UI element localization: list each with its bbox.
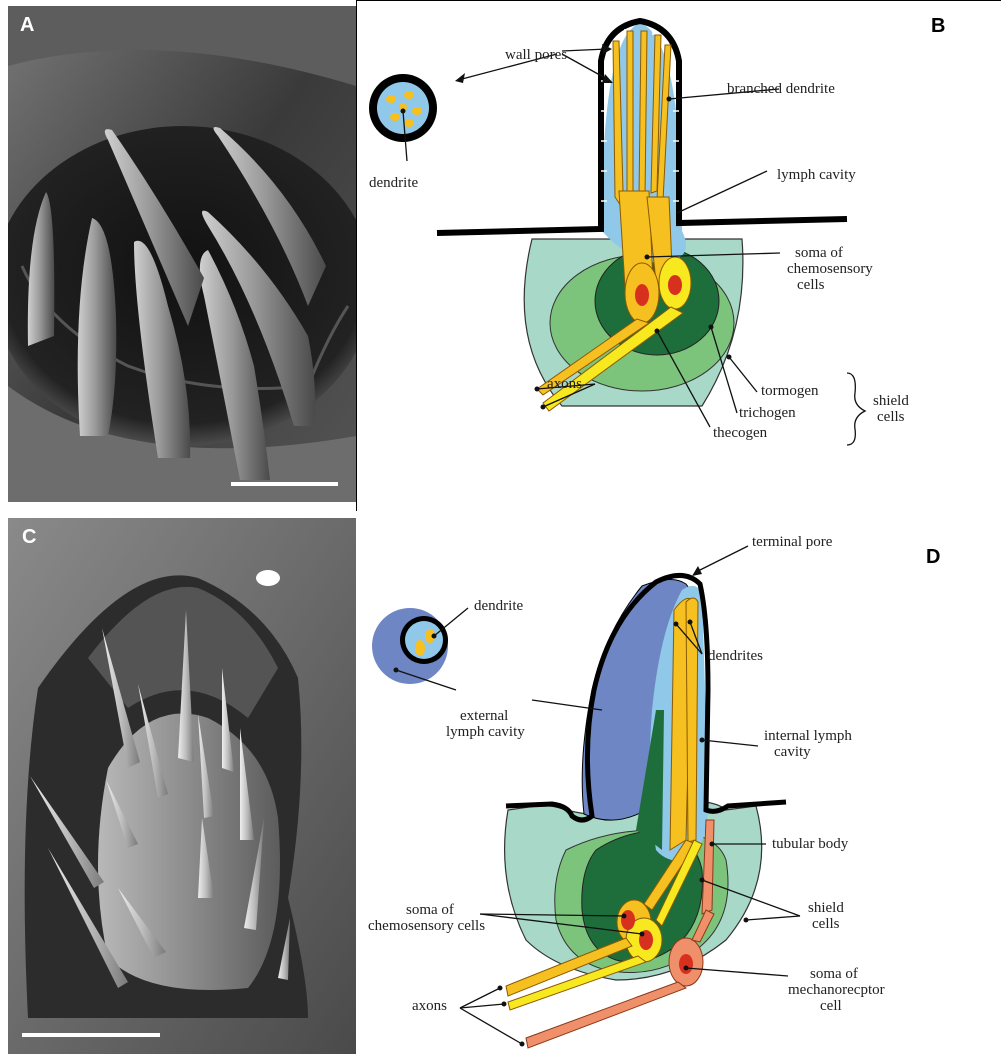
nucleus: [635, 284, 649, 306]
label-soma-chemosensory: chemosensory cells: [368, 918, 485, 934]
label-trichogen: trichogen: [739, 405, 796, 421]
panel-b-letter: B: [931, 15, 945, 38]
label-soma-chemosensory: soma of: [406, 902, 454, 918]
label-shield-cells: cells: [812, 916, 840, 932]
label-terminal-pore: terminal pore: [752, 534, 833, 550]
label-external-lymph: lymph cavity: [446, 724, 525, 740]
label-soma: soma of: [795, 245, 843, 261]
sensilla-sem-a: [8, 6, 356, 502]
nucleus: [621, 910, 635, 930]
panel-c-letter: C: [22, 526, 36, 549]
label-internal-lymph: cavity: [774, 744, 811, 760]
panel-c-sem-image: C: [8, 518, 356, 1054]
label-external-lymph: external: [460, 708, 508, 724]
label-thecogen: thecogen: [713, 425, 768, 441]
label-soma-mechanoreceptor: mechanorecptor: [788, 982, 885, 998]
label-internal-lymph: internal lymph: [764, 728, 852, 744]
panel-a-sem-image: A: [8, 6, 356, 502]
label-shield-cells: shield: [873, 393, 909, 409]
cross-section-inset-d: [372, 608, 448, 684]
label-soma-mechanoreceptor: soma of: [810, 966, 858, 982]
label-lymph-cavity: lymph cavity: [777, 167, 856, 183]
label-tubular-body: tubular body: [772, 836, 849, 852]
label-soma-mechanoreceptor: cell: [820, 998, 842, 1014]
chemosensory-sensillum-diagram: wall pores branched dendrite dendrite ly…: [357, 1, 1001, 511]
nucleus: [668, 275, 682, 295]
label-dendrite: dendrite: [369, 175, 418, 191]
label-dendrites: dendrites: [708, 648, 763, 664]
label-axons: axons: [412, 998, 447, 1014]
label-axons: axons: [547, 376, 582, 392]
cross-section-inset: [369, 74, 437, 142]
label-shield-cells: cells: [877, 409, 905, 425]
panel-b-diagram: wall pores branched dendrite dendrite ly…: [356, 0, 1001, 511]
sensilla-sem-c: [8, 518, 356, 1054]
label-tormogen: tormogen: [761, 383, 819, 399]
panel-a-letter: A: [20, 14, 34, 37]
nucleus: [679, 954, 693, 974]
mechanochemosensory-sensillum-diagram: terminal pore dendrite dendrites externa…: [356, 510, 1001, 1054]
panel-d-diagram: terminal pore dendrite dendrites externa…: [356, 510, 1001, 1054]
label-soma: chemosensory: [787, 261, 873, 277]
label-wall-pores: wall pores: [505, 47, 567, 63]
panel-d-letter: D: [926, 546, 940, 569]
label-shield-cells: shield: [808, 900, 844, 916]
label-dendrite: dendrite: [474, 598, 523, 614]
label-soma: cells: [797, 277, 825, 293]
label-branched-dendrite: branched dendrite: [727, 81, 835, 97]
